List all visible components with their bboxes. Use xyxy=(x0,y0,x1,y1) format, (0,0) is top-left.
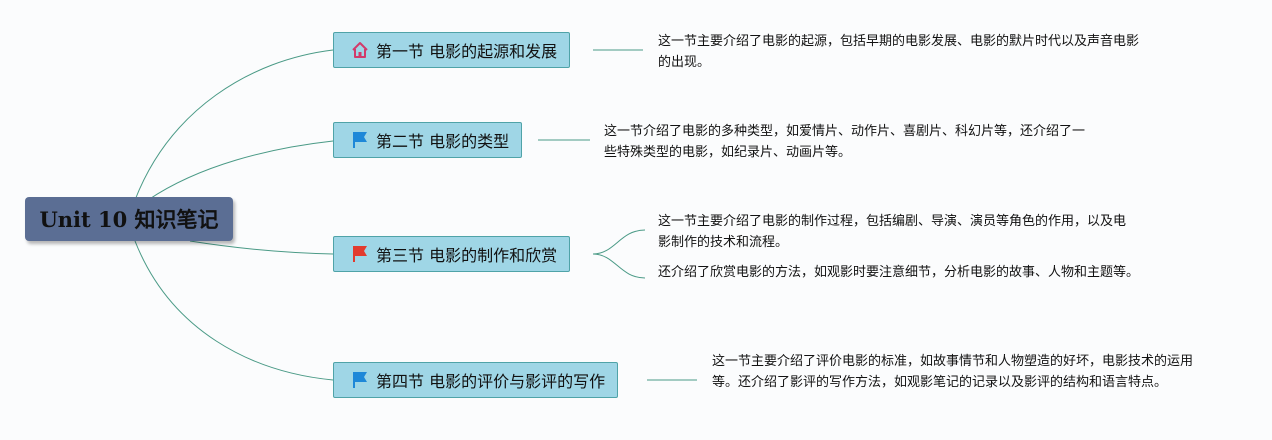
topic-4-note: 这一节主要介绍了评价电影的标准，如故事情节和人物塑造的好坏，电影技术的运用等。还… xyxy=(712,351,1204,393)
topic-node-1[interactable]: 第一节 电影的起源和发展 xyxy=(333,32,571,68)
topic-3-note-2: 还介绍了欣赏电影的方法，如观影时要注意细节，分析电影的故事、人物和主题等。 xyxy=(658,262,1140,283)
topic-node-2[interactable]: 第二节 电影的类型 xyxy=(333,122,523,158)
topic-label: 第一节 电影的起源和发展 xyxy=(376,42,558,61)
note-line-3a xyxy=(592,229,646,255)
branch-line-3 xyxy=(189,240,334,255)
branch-line-1 xyxy=(134,49,334,201)
root-node[interactable]: Unit 10 知识笔记 xyxy=(25,197,233,241)
root-label: Unit 10 知识笔记 xyxy=(39,207,219,232)
note-text: 这一节主要介绍了电影的制作过程，包括编剧、导演、演员等角色的作用，以及电影制作的… xyxy=(658,214,1127,250)
note-text: 还介绍了欣赏电影的方法，如观影时要注意细节，分析电影的故事、人物和主题等。 xyxy=(658,265,1140,280)
blue-flag-icon xyxy=(353,132,367,148)
home-icon xyxy=(352,42,368,58)
note-line-3b xyxy=(592,253,646,279)
topic-label: 第四节 电影的评价与影评的写作 xyxy=(376,372,606,391)
topic-node-4[interactable]: 第四节 电影的评价与影评的写作 xyxy=(333,362,619,398)
topic-label: 第二节 电影的类型 xyxy=(376,132,510,151)
blue-flag-icon xyxy=(353,372,367,388)
topic-1-note: 这一节主要介绍了电影的起源，包括早期的电影发展、电影的默片时代以及声音电影的出现… xyxy=(658,31,1148,73)
topic-2-note: 这一节介绍了电影的多种类型，如爱情片、动作片、喜剧片、科幻片等，还介绍了一些特殊… xyxy=(604,121,1086,163)
branch-line-2 xyxy=(147,140,334,201)
note-text: 这一节主要介绍了电影的起源，包括早期的电影发展、电影的默片时代以及声音电影的出现… xyxy=(658,34,1140,70)
note-text: 这一节主要介绍了评价电影的标准，如故事情节和人物塑造的好坏，电影技术的运用等。还… xyxy=(712,354,1194,390)
branch-line-4 xyxy=(134,240,334,381)
red-flag-icon xyxy=(353,246,367,262)
topic-3-note-1: 这一节主要介绍了电影的制作过程，包括编剧、导演、演员等角色的作用，以及电影制作的… xyxy=(658,211,1138,253)
topic-label: 第三节 电影的制作和欣赏 xyxy=(376,246,558,265)
note-text: 这一节介绍了电影的多种类型，如爱情片、动作片、喜剧片、科幻片等，还介绍了一些特殊… xyxy=(604,124,1086,160)
topic-node-3[interactable]: 第三节 电影的制作和欣赏 xyxy=(333,236,571,272)
